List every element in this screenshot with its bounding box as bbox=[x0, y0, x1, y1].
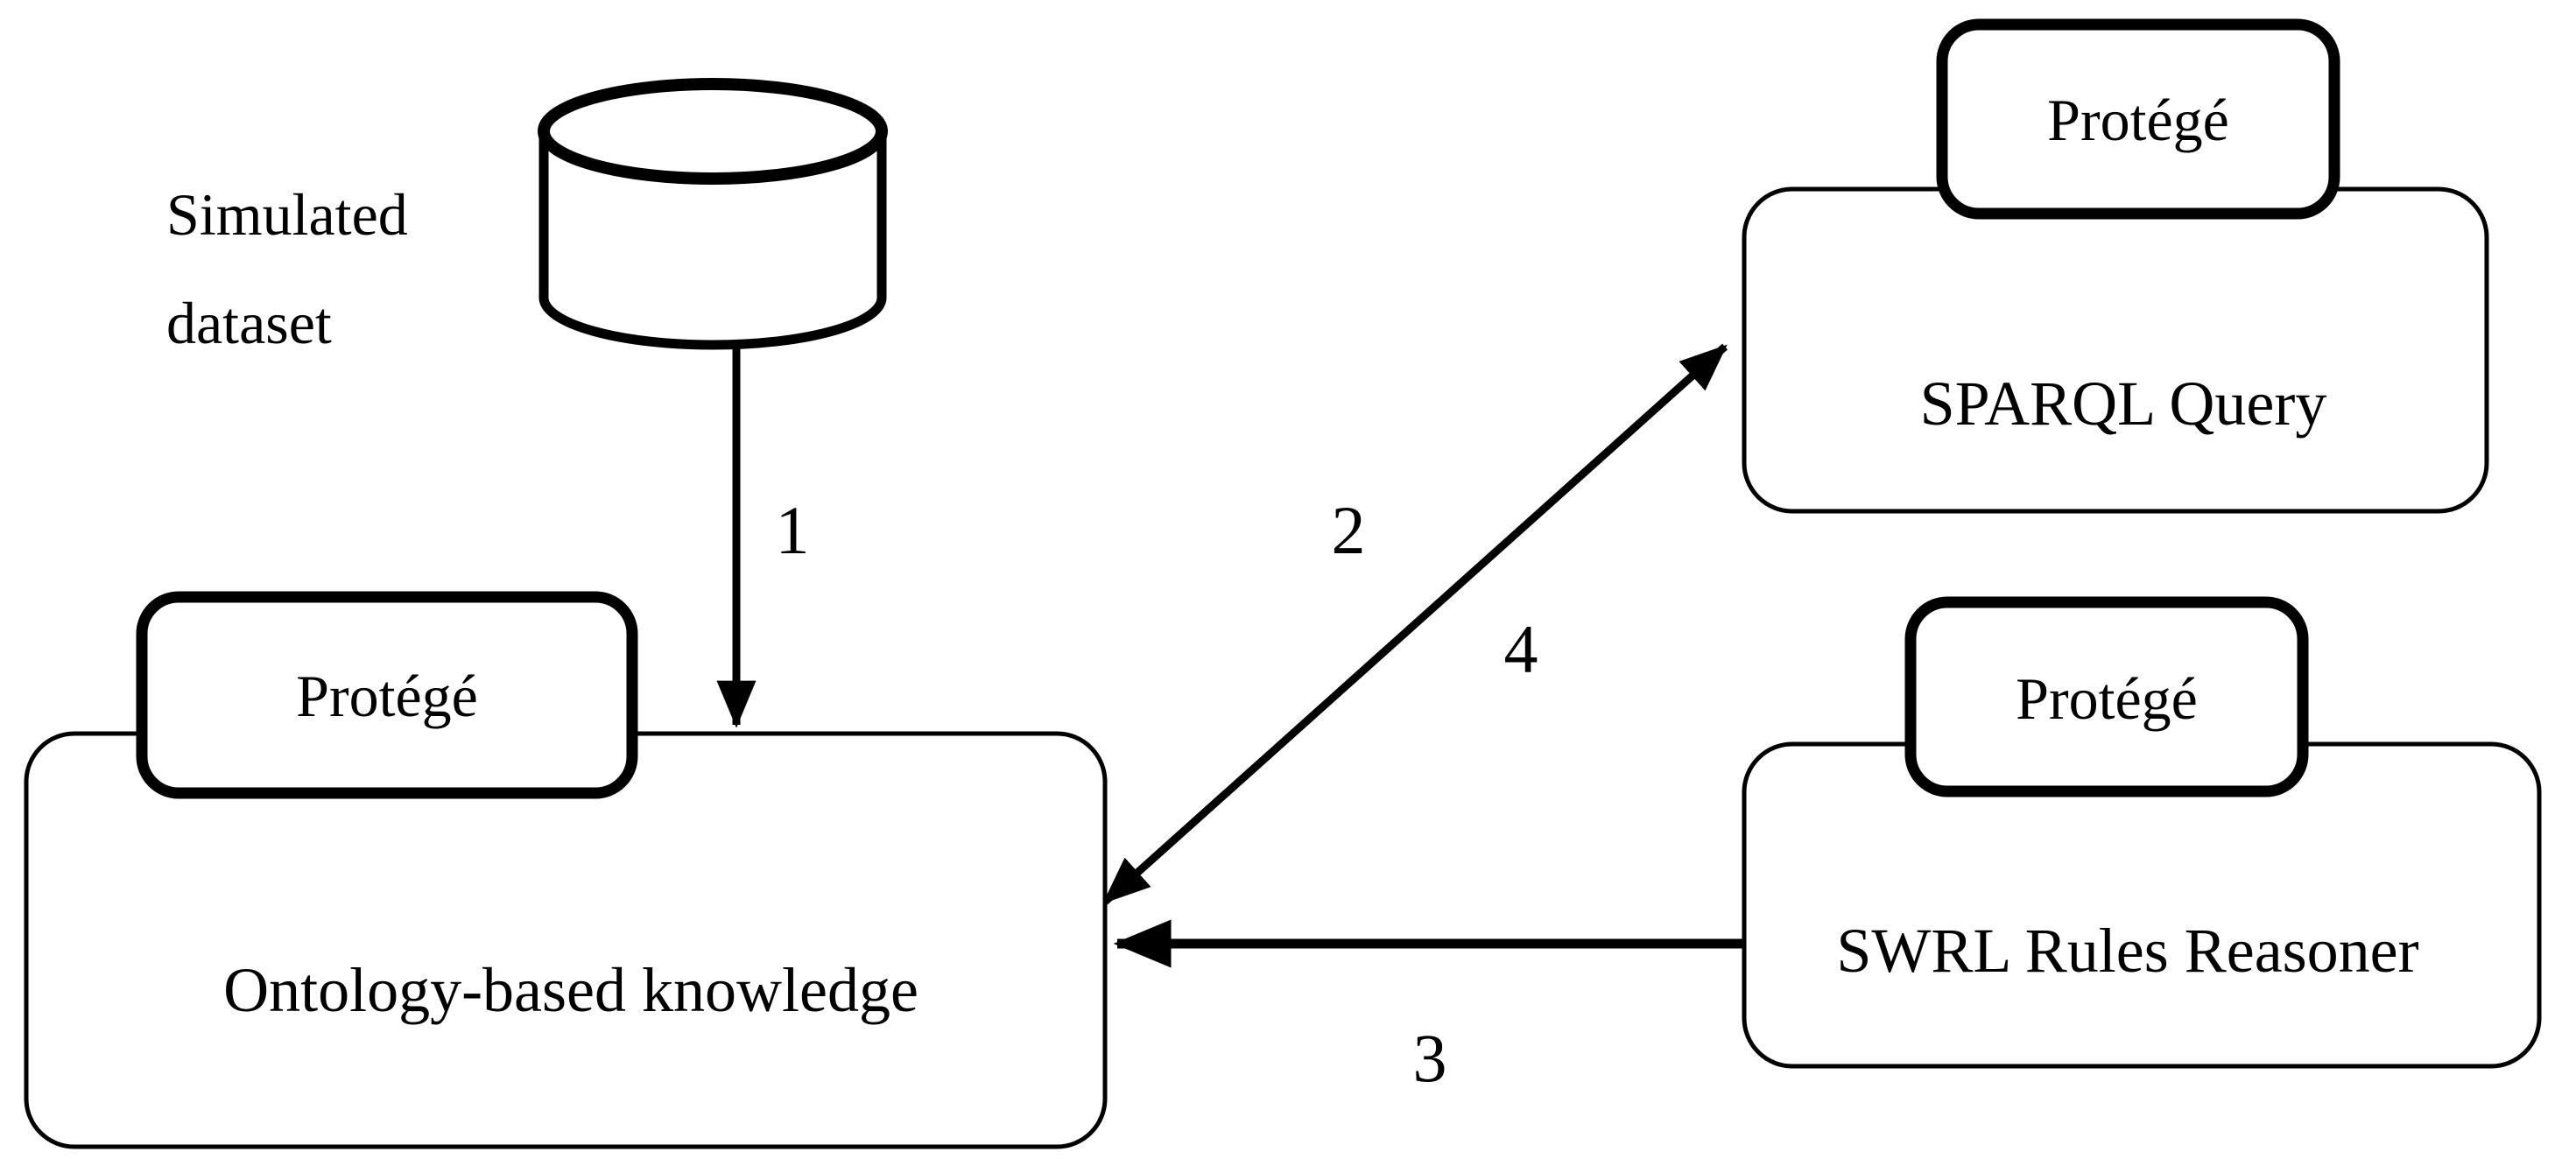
arrow-4-label: 4 bbox=[1504, 611, 1538, 687]
arrow-3-label: 3 bbox=[1413, 1020, 1447, 1096]
database-cylinder-body bbox=[538, 131, 887, 350]
swrl-label: SWRL Rules Reasoner bbox=[1836, 916, 2418, 986]
swrl-protege-badge-label: Protégé bbox=[2016, 665, 2198, 732]
dataset-label-line1: Simulated bbox=[166, 181, 408, 248]
sparql-protege-badge-label: Protégé bbox=[2047, 87, 2229, 153]
swrl-node: SWRL Rules Reasoner bbox=[1742, 741, 2542, 1069]
database-icon bbox=[538, 78, 888, 350]
arrow-1-label: 1 bbox=[776, 492, 810, 568]
arrow-1: 1 bbox=[716, 345, 810, 728]
simulated-dataset-node: Simulated dataset bbox=[166, 78, 888, 356]
arrow-2-4-line bbox=[1101, 343, 1728, 905]
swrl-protege-badge-box bbox=[1904, 596, 2309, 797]
ontology-label: Ontology-based knowledge bbox=[223, 955, 918, 1025]
ontology-node: Ontology-based knowledge bbox=[24, 731, 1108, 1149]
arrow-2-4: 2 4 bbox=[1101, 343, 1728, 905]
sparql-node: SPARQL Query bbox=[1742, 186, 2489, 514]
ontology-protege-badge-label: Protégé bbox=[296, 663, 478, 729]
ontology-protege-badge-box bbox=[136, 591, 638, 799]
database-cylinder-top bbox=[538, 78, 888, 185]
sparql-protege-badge-box bbox=[1936, 18, 2340, 220]
arrow-2-label: 2 bbox=[1332, 492, 1366, 568]
sparql-box bbox=[1742, 186, 2489, 514]
dataset-label-line2: dataset bbox=[166, 290, 332, 356]
arrow-3: 3 bbox=[1113, 919, 1742, 1096]
ontology-protege-badge: Protégé bbox=[136, 591, 638, 799]
swrl-protege-badge: Protégé bbox=[1904, 596, 2309, 797]
sparql-label: SPARQL Query bbox=[1920, 369, 2327, 439]
sparql-protege-badge: Protégé bbox=[1936, 18, 2340, 220]
